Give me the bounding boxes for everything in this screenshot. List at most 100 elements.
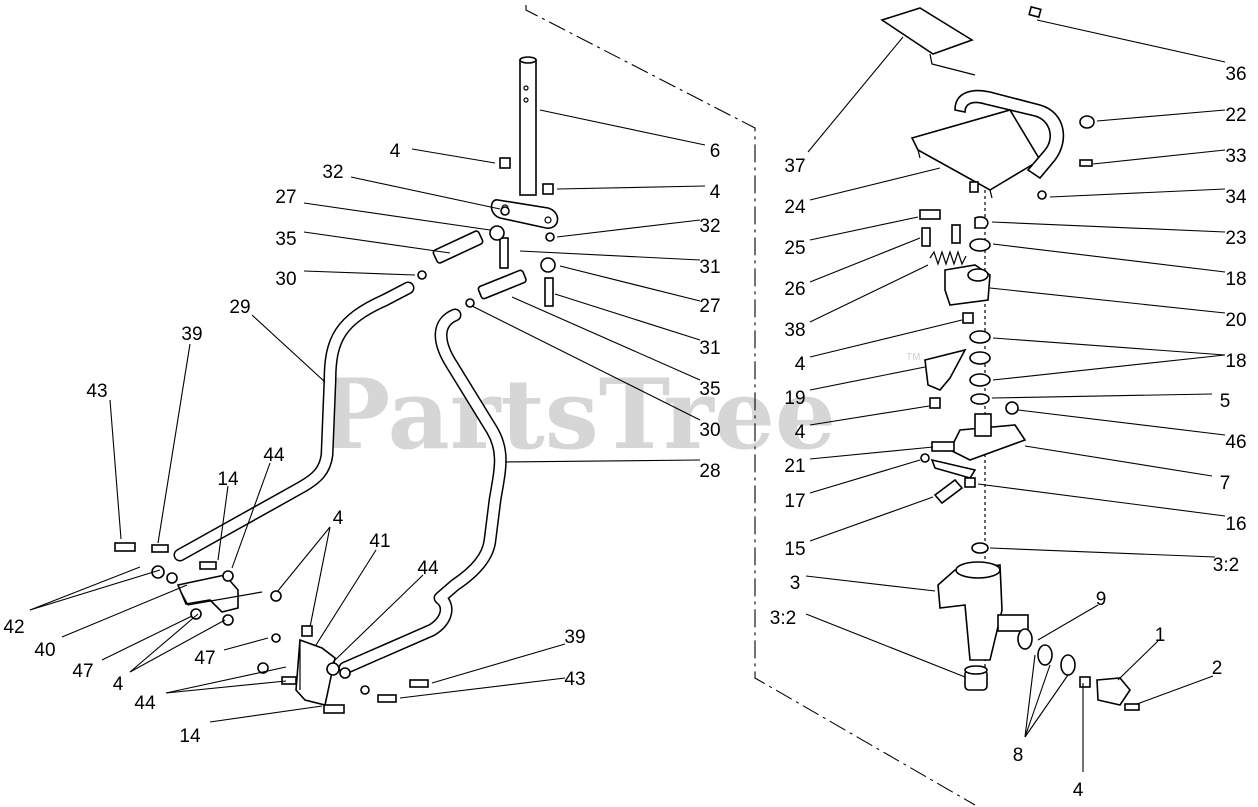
leader-c-44-c [332, 574, 424, 663]
leader-x-4c [309, 526, 331, 628]
callout-c-14-b: 14 [179, 726, 201, 747]
bolt [114, 542, 136, 552]
plate-19 [924, 348, 967, 391]
leader-c-3 [805, 575, 936, 592]
spring [929, 250, 967, 266]
callout-c-15: 15 [784, 539, 805, 560]
callout-c-8: 8 [1013, 745, 1024, 766]
callout-c-24: 24 [784, 197, 806, 218]
link-15 [933, 478, 964, 505]
callout-c-40: 40 [34, 640, 55, 661]
callout-c-4-e: 4 [795, 354, 806, 375]
leader-c-38 [809, 264, 929, 323]
leader-c-47-a [101, 615, 193, 661]
leader-c-32-a [350, 176, 501, 210]
bolt [544, 277, 554, 307]
callout-c-22: 22 [1225, 105, 1246, 126]
leader-c-25 [809, 216, 919, 241]
callout-c-44-c: 44 [417, 558, 439, 579]
bolt [199, 561, 217, 570]
leader-c-19 [809, 366, 926, 391]
callout-c-34: 34 [1225, 187, 1247, 208]
callout-c-46: 46 [1225, 432, 1246, 453]
callout-c-5: 5 [1220, 391, 1231, 412]
leader-c-46 [1017, 409, 1226, 436]
leader-c-5 [991, 393, 1213, 399]
callout-c-1: 1 [1155, 625, 1166, 646]
leader-c-40 [61, 584, 188, 638]
leader-c-3-2-a [989, 547, 1216, 558]
leader-c-16 [977, 483, 1226, 517]
callout-c-37: 37 [784, 156, 805, 177]
leader-c-39-b [431, 643, 566, 684]
callout-c-3-2-b: 3:2 [770, 608, 796, 629]
leader-c-35-b [511, 296, 701, 381]
callout-c-32-a: 32 [322, 162, 343, 183]
bolt [377, 694, 397, 703]
pin [1028, 5, 1042, 19]
leader-c-4-c [276, 526, 331, 593]
leader-c-2 [1136, 675, 1214, 705]
callout-c-4-b: 4 [113, 674, 124, 695]
leader-c-20 [989, 287, 1226, 314]
leader-c-27-b [559, 265, 701, 302]
leader-c-26 [809, 237, 921, 283]
leader-x-8b [1024, 674, 1069, 738]
leader-c-4-b [129, 619, 226, 673]
leader-c-41 [315, 549, 377, 646]
callout-c-35-b: 35 [699, 379, 720, 400]
callout-c-31-a: 31 [699, 257, 720, 278]
callout-c-27-b: 27 [699, 296, 720, 317]
callout-c-6: 6 [710, 141, 721, 162]
callout-c-43-a: 43 [86, 381, 107, 402]
bolt [499, 237, 509, 269]
leader-c-4-f [809, 405, 930, 426]
callout-c-41: 41 [369, 531, 390, 552]
callout-c-4-a: 4 [390, 141, 401, 162]
leader-c-4-a [411, 148, 496, 164]
bolt [919, 209, 941, 220]
shaft [519, 59, 537, 196]
callout-c-4-f: 4 [795, 422, 806, 443]
spindle [937, 564, 1003, 661]
leader-c-30-a [303, 270, 416, 276]
callout-c-44-a: 44 [263, 445, 285, 466]
callout-c-33: 33 [1225, 146, 1246, 167]
leader-x-8a [1024, 664, 1051, 738]
callout-c-14-a: 14 [217, 469, 239, 490]
callout-c-42: 42 [3, 617, 24, 638]
callout-c-36: 36 [1225, 64, 1246, 85]
bolt [281, 676, 297, 685]
leader-c-3-2-b [805, 613, 966, 678]
leader-x-18 [992, 354, 1226, 381]
pad [880, 7, 974, 55]
callout-c-4-d: 4 [710, 182, 721, 203]
rod-end [477, 269, 527, 300]
leader-c-39-a [157, 343, 191, 544]
leader-c-44-a [231, 462, 271, 569]
leader-c-24 [809, 167, 941, 201]
callout-c-28: 28 [699, 461, 720, 482]
callout-c-47-a: 47 [72, 661, 93, 682]
hub-plate [1096, 677, 1131, 706]
leader-c-23 [991, 221, 1226, 233]
assembly-boundary [525, 5, 976, 806]
leader-c-28 [504, 459, 701, 463]
leader-x-18b [992, 337, 1226, 356]
leader-c-17 [809, 459, 921, 494]
callout-c-25: 25 [784, 238, 805, 259]
leader-c-15 [809, 496, 934, 542]
callout-c-16: 16 [1225, 514, 1246, 535]
leader-c-32-b [556, 219, 701, 238]
bolt [931, 441, 955, 452]
leader-c-14-b [209, 705, 323, 723]
callout-c-32-b: 32 [699, 216, 720, 237]
leader-c-34 [1049, 188, 1226, 198]
leader-c-18-a [992, 243, 1226, 273]
callout-c-39-b: 39 [564, 627, 585, 648]
leader-c-14-a [217, 485, 229, 561]
leader-c-37 [807, 36, 904, 153]
leader-c-27-a [303, 202, 491, 231]
nut [499, 157, 511, 169]
